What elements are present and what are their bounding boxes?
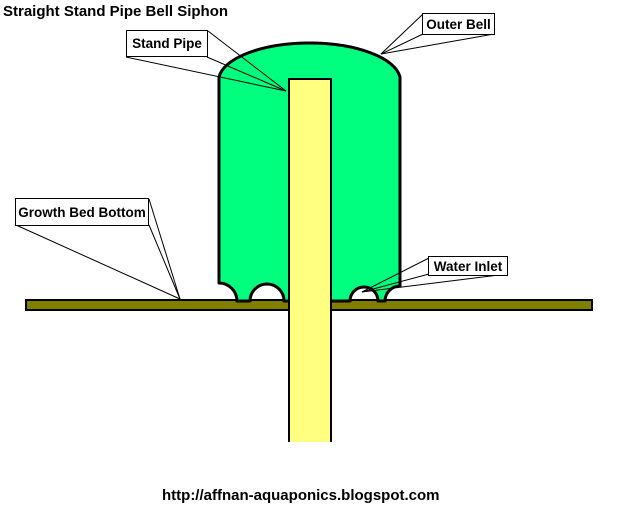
outer-bell-callout-lines [380,13,495,55]
water-inlet-callout-lines [361,257,508,293]
label-water-inlet: Water Inlet [428,256,508,276]
footer-url: http://affnan-aquaponics.blogspot.com [162,487,440,504]
stand-pipe-callout-lines [125,30,287,92]
growth-bed-bottom-callout-lines [15,198,181,300]
label-growth-bed-bottom: Growth Bed Bottom [15,198,149,226]
diagram-title: Straight Stand Pipe Bell Siphon [3,3,229,20]
label-stand-pipe: Stand Pipe [126,30,208,57]
stand-pipe-shape [288,78,332,442]
label-outer-bell: Outer Bell [422,13,495,35]
callout-lines [15,13,508,300]
